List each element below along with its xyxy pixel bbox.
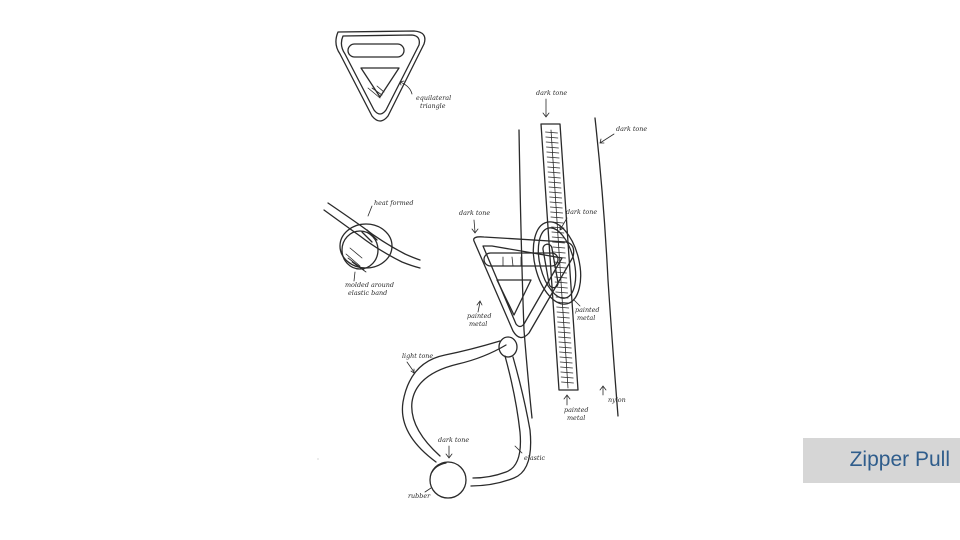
elastic-loop: [401, 340, 532, 499]
zipper-tooth: [550, 211, 564, 214]
rubber-note: rubber: [408, 492, 431, 500]
zipper-tooth: [547, 161, 560, 164]
title-banner: Zipper Pull: [803, 438, 960, 483]
zipper-tooth: [548, 191, 562, 194]
slide-title: Zipper Pull: [849, 448, 950, 471]
pull-dark-tone-note: dark tone: [459, 209, 490, 217]
zipper-tooth: [560, 376, 574, 379]
zipper-tooth: [560, 371, 574, 374]
slider-dark-tone-note: dark tone: [566, 208, 597, 216]
zipper-tooth: [561, 381, 574, 384]
zipper-dark-tone-note: dark tone: [536, 89, 567, 97]
zipper-tooth: [545, 131, 558, 134]
painted-metal-left-line1: painted: [467, 312, 492, 320]
zipper-tooth: [549, 196, 563, 199]
assembly-annotations: dark tone dark tone dark tone dark tone …: [402, 89, 647, 500]
zipper-tooth: [552, 251, 566, 254]
painted-metal-right-line1: painted: [575, 306, 600, 314]
slider: [532, 221, 582, 305]
zipper-tooth: [558, 336, 572, 339]
zipper-tooth: [546, 151, 560, 154]
zipper-tooth: [551, 231, 565, 234]
zipper-tooth: [546, 146, 559, 149]
zipper-tooth: [559, 356, 573, 359]
molded-band-line1: molded around: [345, 281, 394, 289]
zipper-tooth: [552, 241, 565, 244]
zipper-tooth: [554, 281, 568, 284]
zipper-tooth: [556, 306, 570, 309]
painted-metal-bottom-line2: metal: [567, 414, 585, 422]
triangle-note-line1: equilateral: [416, 94, 451, 102]
painted-metal-left-line2: metal: [469, 320, 487, 328]
triangle-annotation: equilateral triangle: [399, 80, 451, 110]
zipper-tooth: [559, 361, 573, 364]
zipper-tooth: [556, 316, 570, 319]
zipper-tooth: [546, 156, 560, 159]
light-tone-note: light tone: [402, 352, 433, 360]
zipper-tooth: [556, 311, 570, 314]
zipper-tooth: [558, 341, 572, 344]
zipper-tooth: [559, 351, 572, 354]
painted-metal-bottom-line1: painted: [564, 406, 589, 414]
zipper-tooth: [551, 236, 565, 239]
triangle-note-line2: triangle: [420, 102, 446, 110]
zipper-tooth: [557, 331, 571, 334]
zipper-tooth: [552, 246, 566, 249]
elastic-note: elastic: [524, 454, 546, 462]
zipper-tooth: [547, 166, 561, 169]
zipper-tooth: [548, 186, 562, 189]
molded-band-line2: elastic band: [348, 289, 387, 297]
band-annotations: heat formed molded around elastic band: [345, 199, 414, 297]
zipper-tooth: [557, 326, 571, 329]
zipper-tooth: [549, 206, 563, 209]
bead-dark-tone-note: dark tone: [438, 436, 469, 444]
triangle-pull: [473, 236, 575, 358]
zipper-tooth: [549, 201, 563, 204]
zipper-tooth: [558, 346, 572, 349]
heat-formed-note: heat formed: [374, 199, 414, 207]
zipper-tooth: [557, 321, 571, 324]
zipper-tooth: [555, 286, 568, 289]
zipper-tooth: [555, 291, 569, 294]
fabric-dark-tone-note: dark tone: [616, 125, 647, 133]
zipper-tooth: [547, 171, 561, 174]
nylon-note: nylon: [608, 396, 626, 404]
triangle-detail: [335, 30, 426, 122]
zipper-tooth: [545, 136, 559, 139]
zipper-tooth: [560, 366, 573, 369]
zipper-tooth: [550, 216, 564, 219]
zipper-tooth: [547, 176, 561, 179]
zipper-tooth: [548, 181, 562, 184]
painted-metal-right-line2: metal: [577, 314, 595, 322]
fabric-lines: [518, 117, 619, 419]
zipper-tooth: [545, 141, 559, 144]
band-clamp-detail: [323, 202, 421, 273]
